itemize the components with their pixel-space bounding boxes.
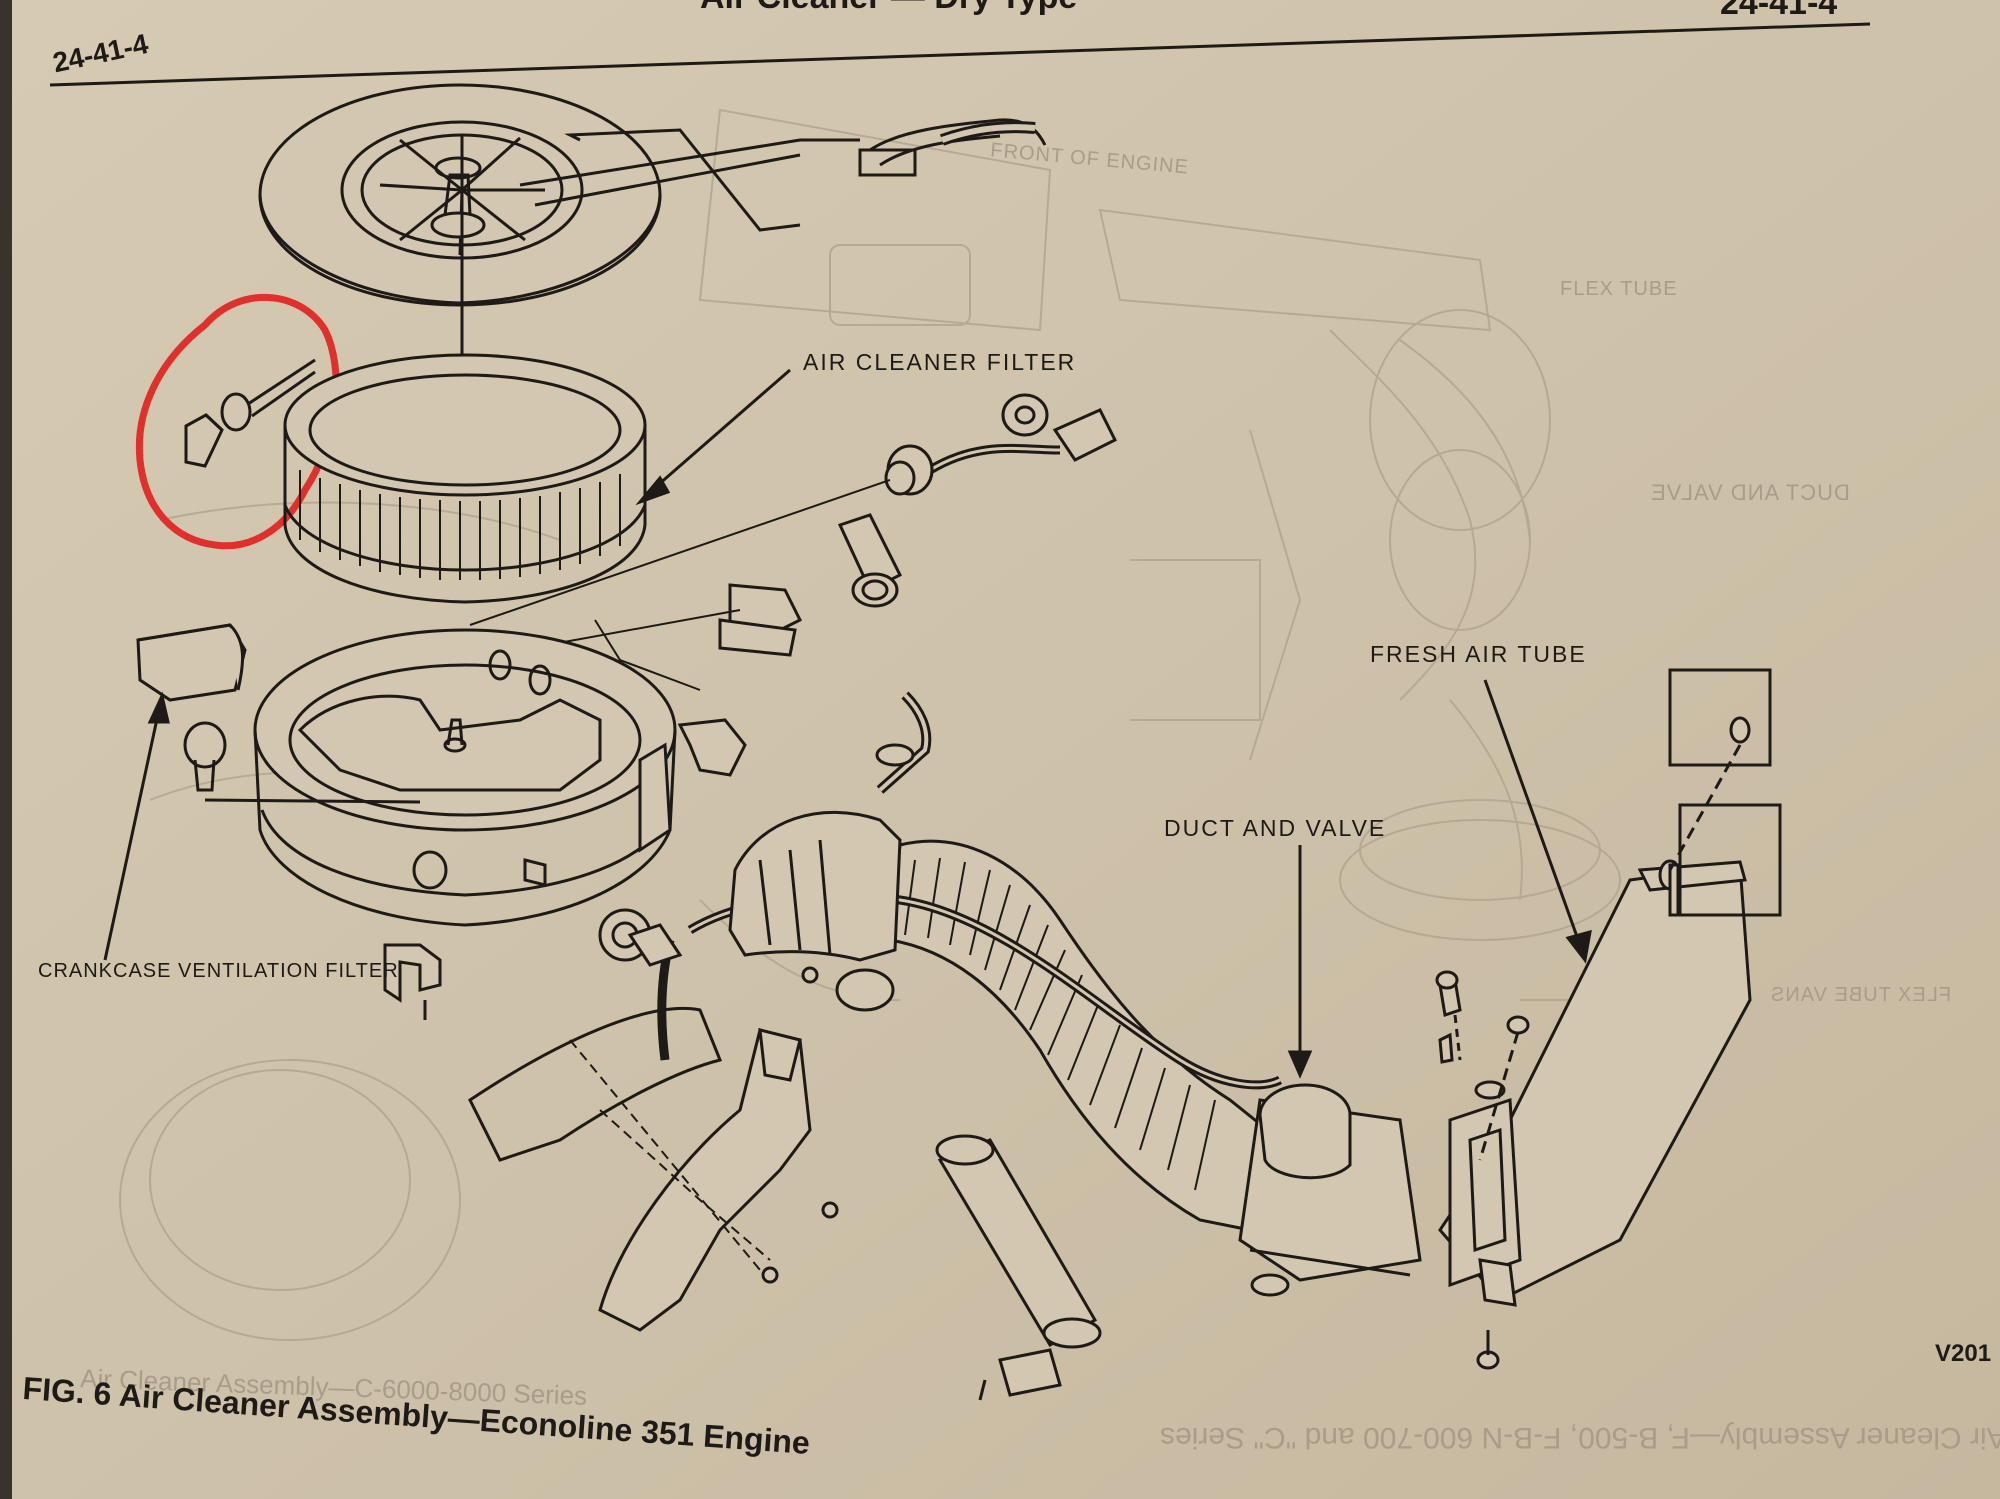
duct-and-valve-leader	[1287, 845, 1313, 1079]
label-duct-and-valve: DUCT AND VALVE	[1164, 815, 1387, 841]
hose-fitting-part	[184, 358, 316, 468]
air-cleaner-filter	[283, 353, 647, 604]
ghost-duct-and-valve: DUCT AND VALVE	[1650, 480, 1850, 505]
binding-edge	[0, 0, 12, 1499]
red-annotation-circle	[135, 293, 340, 550]
adapter-duct	[598, 810, 902, 967]
fresh-air-tube	[1435, 668, 1782, 1370]
crankcase-filter-part	[136, 623, 247, 702]
page-number-right: 24-41-4	[1720, 0, 1838, 22]
figure-id: V201	[1935, 1340, 1992, 1367]
duct-and-valve-hose	[657, 691, 1422, 1297]
show-through-drawing	[119, 108, 1700, 1341]
lower-brackets	[468, 966, 1102, 1401]
label-air-cleaner-filter: AIR CLEANER FILTER	[803, 349, 1077, 375]
header-title: Air Cleaner — Dry Type	[700, 0, 1077, 17]
crankcase-filter-leader	[103, 691, 170, 961]
label-crankcase-ventilation-filter: CRANKCASE VENTILATION FILTER	[38, 960, 399, 982]
air-cleaner-body	[183, 619, 747, 1020]
header-rule	[49, 22, 1871, 87]
fresh-air-tube-leader	[1483, 679, 1592, 964]
ghost-fig8-caption: FIG. 8 Air Cleaner Assembly—F, B-500, F-…	[1160, 1421, 2000, 1454]
label-fresh-air-tube: FRESH AIR TUBE	[1370, 641, 1587, 667]
ghost-flex-tube: FLEX TUBE	[1560, 278, 1678, 300]
ghost-flex-tube-vans: FLEX TUBE VANS	[1770, 984, 1952, 1006]
air-cleaner-lid	[258, 83, 1047, 430]
air-cleaner-filter-leader	[635, 368, 791, 506]
